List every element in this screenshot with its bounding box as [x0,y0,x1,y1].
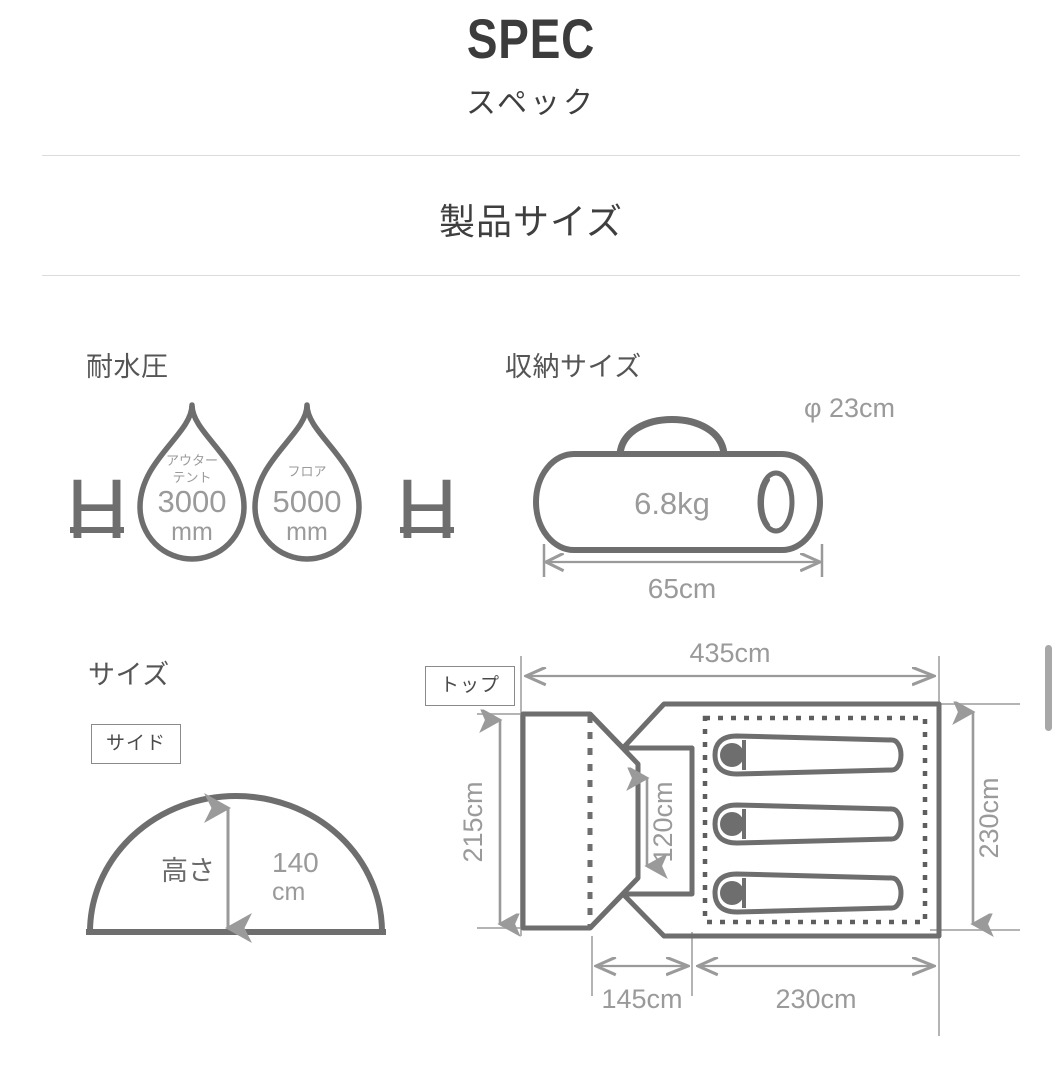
h-symbol-left: H [67,462,128,556]
droplet-outer-tent-label-line2: テント [172,470,211,485]
droplet-floor-value: 5000 [273,484,342,519]
height-value: 140 [272,847,319,878]
bag-body [533,451,823,553]
bag-length-label: 65cm [648,573,716,602]
dim-vestibule-width-label: 145cm [601,984,682,1014]
inner-floor-dotted-rect [702,715,928,925]
heading-storage-size: 収納サイズ [505,352,642,382]
dome-outline [87,793,385,935]
dim-right-depth-label: 230cm [974,777,1004,858]
bag-end-inner-curve [760,478,770,527]
page-title: SPEC [466,7,596,70]
dim-total-width-label: 435cm [689,638,770,668]
top-view-diagram: 435cm [458,638,1020,1036]
height-unit: cm [272,878,305,906]
view-tag-top: トップ [425,666,516,706]
divider-bottom [42,275,1020,276]
sleeping-bag [712,871,904,915]
droplet-floor-unit: mm [286,518,328,546]
droplet-outer-tent-value: 3000 [158,484,227,519]
bag-diameter-label: φ 23cm [804,393,895,423]
bag-end-cap [757,470,795,534]
droplet-floor-label-line1: フロア [287,464,326,479]
h-symbol-right: H [397,462,458,556]
water-resistance-diagram: H H アウター テント 3000 mm フロア 5000 mm [67,402,458,562]
view-tag-side: サイド [91,724,182,764]
divider-top [42,155,1020,156]
droplet-outer-tent [137,402,247,562]
dim-left-depth-label: 215cm [458,781,488,862]
droplet-outer-tent-unit: mm [171,518,213,546]
scrollbar-thumb[interactable] [1045,645,1052,731]
sleeping-bag-group [712,733,904,915]
sleeping-bag [712,733,904,777]
inner-room-outline [621,701,942,939]
bag-handle-icon [616,416,728,458]
height-label: 高さ [161,856,215,886]
connector-outline [588,712,695,930]
page-subtitle: スペック [466,87,596,120]
bag-weight-label: 6.8kg [634,486,710,521]
scrollbar-track[interactable] [1045,0,1062,1080]
droplet-floor [252,402,362,562]
droplet-outer-tent-label-line1: アウター [166,453,218,468]
storage-size-diagram: 6.8kg φ 23cm 65cm [533,393,895,602]
sleeping-bag [712,802,904,846]
heading-water-resistance: 耐水圧 [86,352,169,382]
dim-inner-front-width-label: 120cm [648,781,678,862]
side-view-diagram: 高さ 140 cm [86,793,386,943]
section-heading-product-size: 製品サイズ [439,201,623,242]
dim-inner-width-label: 230cm [775,984,856,1014]
heading-size: サイズ [88,660,170,690]
